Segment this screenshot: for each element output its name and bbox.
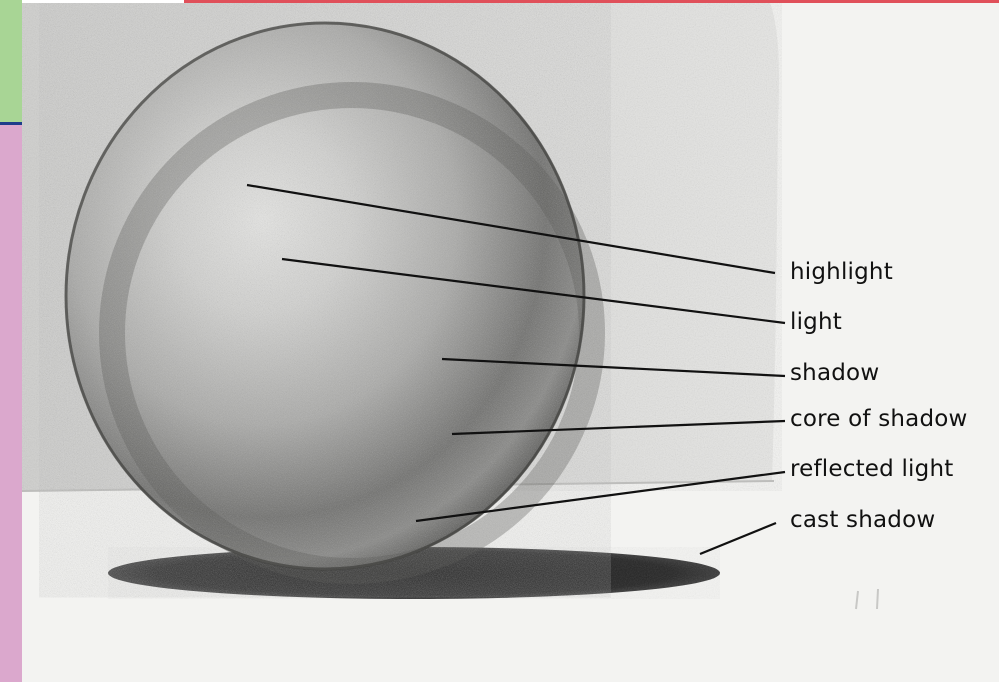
label-light: light [790,309,842,335]
sphere-grain [65,22,585,570]
sphere-drawing-photo: highlight light shadow core of shadow re… [22,3,999,682]
pencil-mark [877,589,878,609]
corner-color-block [0,0,22,122]
side-color-strip [0,125,22,682]
sphere-drawing-svg [22,3,999,682]
label-shadow: shadow [790,360,879,386]
label-core-of-shadow: core of shadow [790,406,968,432]
label-reflected-light: reflected light [790,456,953,482]
label-highlight: highlight [790,259,893,285]
label-cast-shadow: cast shadow [790,507,935,533]
